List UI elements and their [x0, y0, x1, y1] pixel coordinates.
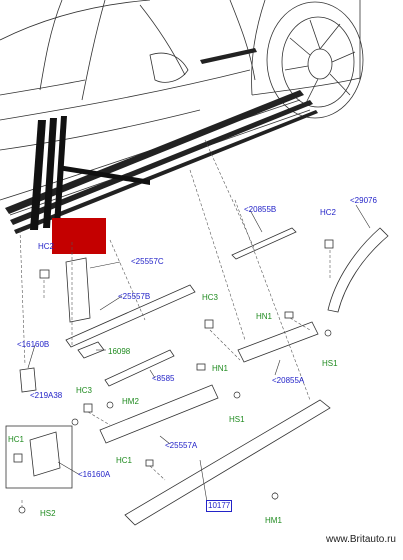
- fasteners: [18, 329, 332, 514]
- clip-hn1-right: [284, 311, 294, 319]
- moulding-25557b: [65, 284, 196, 348]
- panel-16160a: [29, 431, 61, 477]
- callout-hs2: HS2: [40, 509, 56, 518]
- callout-hc3-mid: HC3: [202, 293, 219, 302]
- door-stripes: [30, 116, 150, 230]
- vehicle-body-outline: [0, 0, 361, 216]
- parts-group: [13, 227, 389, 526]
- callout-hs1-mid: HS1: [229, 415, 245, 424]
- side-stripe-decal: [5, 48, 318, 234]
- callout-16160a: <16160A: [78, 470, 111, 479]
- callout-hc2-right: HC2: [320, 208, 337, 217]
- callout-hc1-left: HC1: [8, 435, 25, 444]
- callout-lines: [27, 204, 371, 503]
- clip-hc3-left: [83, 403, 93, 413]
- callout-20855b: <20855B: [244, 205, 277, 214]
- clip-hc3-mid: [204, 319, 214, 329]
- sill-10177: [124, 399, 331, 526]
- callout-hm2: HM2: [122, 397, 139, 406]
- panel-16160b: [19, 367, 37, 393]
- clip-hc2-left: [39, 269, 50, 279]
- callout-hs1-right: HS1: [322, 359, 338, 368]
- callout-16160b: <16160B: [17, 340, 50, 349]
- strip-8585: [104, 349, 175, 387]
- callout-219a38: <219A38: [30, 391, 63, 400]
- highlight-box: [52, 218, 106, 254]
- callout-10177: 10177: [206, 500, 233, 512]
- clip-hc1-left: [13, 453, 23, 463]
- callout-hc1-mid: HC1: [116, 456, 133, 465]
- arch-trim-29076: [327, 227, 389, 313]
- callout-25557a: <25557A: [165, 441, 198, 450]
- callout-16098: 16098: [108, 347, 131, 356]
- callout-25557c: <25557C: [131, 257, 164, 266]
- door-applique: [65, 257, 91, 323]
- wheel-drawing: [266, 1, 364, 119]
- clip-hn1-mid: [196, 363, 206, 371]
- callout-hc2-left: HC2: [38, 242, 55, 251]
- callout-hn1-mid: HN1: [212, 364, 229, 373]
- callout-25557b: <25557B: [118, 292, 151, 301]
- callout-hm1: HM1: [265, 516, 282, 525]
- clip-hc2-right: [324, 239, 334, 249]
- callout-hc3-left: HC3: [76, 386, 93, 395]
- callout-29076: <29076: [350, 196, 377, 205]
- watermark: www.Britauto.ru: [325, 534, 396, 545]
- callout-8585: <8585: [152, 374, 175, 383]
- trim-20855a: [237, 321, 319, 363]
- clip-hc1-mid: [145, 459, 154, 467]
- callout-20855a: <20855A: [272, 376, 305, 385]
- leader-lines: [19, 139, 331, 508]
- trim-25557a: [99, 384, 219, 444]
- inset-frame: [5, 425, 73, 489]
- strip-20855b: [231, 227, 297, 260]
- callout-hn1-right: HN1: [256, 312, 273, 321]
